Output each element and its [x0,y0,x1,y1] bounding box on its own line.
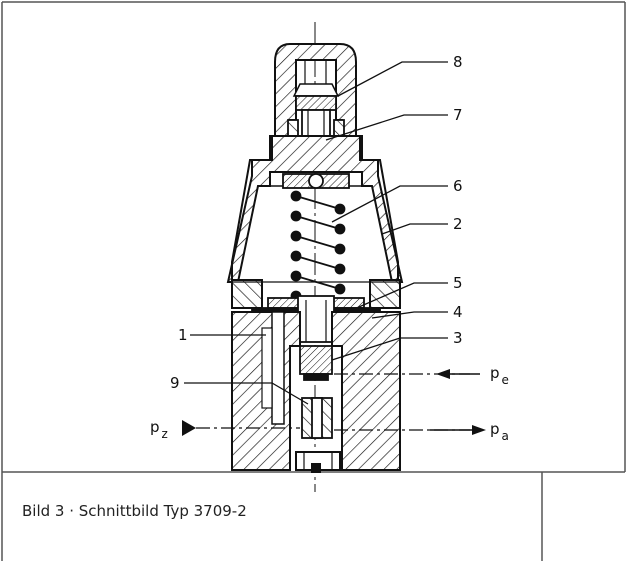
port-pz-sub: z [162,427,168,441]
callout-8: 8 [453,53,463,71]
pa-arrow [430,425,486,435]
pe-arrow [436,369,480,379]
callout-4: 4 [453,303,463,321]
part-valve-plug [299,345,333,381]
pz-arrow [182,420,196,436]
callout-5: 5 [453,274,463,292]
figure-caption: Bild 3 · Schnittbild Typ 3709-2 [22,502,247,520]
callout-7: 7 [453,106,463,124]
callout-3: 3 [453,329,463,347]
port-pa-main: p [490,420,500,438]
part-housing-shell [231,136,399,280]
callout-6: 6 [453,177,463,195]
part-spring-plate-top [282,173,350,189]
part-spring [290,190,346,302]
port-pa-sub: a [502,429,509,443]
part-body [231,311,401,471]
callout-1: 1 [178,326,188,344]
port-pz-main: p [150,418,160,436]
callout-leaders [184,61,448,405]
part-flange [231,279,401,309]
port-pe-sub: e [502,373,509,387]
part-bottom-plug [295,451,341,473]
part-diaphragm-plate [251,295,381,343]
part-seat [301,397,333,439]
callout-2: 2 [453,215,463,233]
port-pe-main: p [490,364,500,382]
callout-9: 9 [170,374,180,392]
